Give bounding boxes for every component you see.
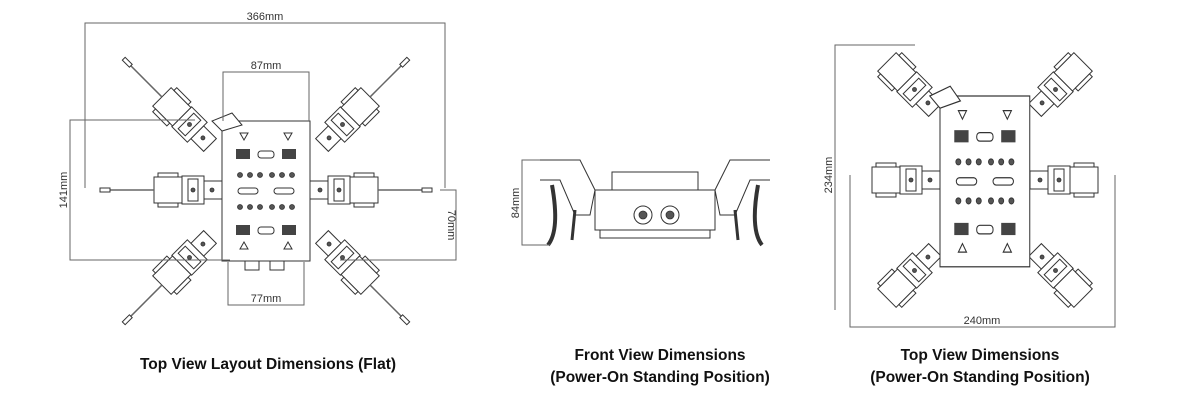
robot-top-standing — [871, 49, 1099, 311]
dim-overall-width: 366mm — [247, 11, 284, 23]
caption-front-view-line1: Front View Dimensions — [574, 347, 746, 364]
dim-leg-span-length: 141mm — [58, 172, 70, 209]
dim-rear-width: 77mm — [251, 293, 282, 305]
caption-front-view: Front View Dimensions (Power-On Standing… — [500, 345, 820, 389]
dim-width: 240mm — [964, 315, 1001, 327]
caption-top-view-flat: Top View Layout Dimensions (Flat) — [139, 356, 397, 373]
front-view-drawing: 84mm — [510, 159, 770, 247]
dim-height: 84mm — [510, 188, 522, 219]
caption-top-view-standing: Top View Dimensions (Power-On Standing P… — [820, 345, 1140, 389]
top-view-standing-drawing: 234mm 240mm — [823, 44, 1116, 328]
dim-half-length: 70mm — [445, 210, 457, 241]
caption-top-view-standing-line2: (Power-On Standing Position) — [870, 369, 1090, 386]
caption-top-view-standing-line1: Top View Dimensions — [900, 347, 1060, 364]
robot-front — [540, 159, 770, 247]
dim-front-width: 87mm — [251, 60, 282, 72]
caption-front-view-line2: (Power-On Standing Position) — [550, 369, 770, 386]
dim-length: 234mm — [823, 157, 835, 194]
top-view-flat-drawing: 366mm 87mm 77mm 141mm 70mm — [58, 11, 457, 335]
robot-top-flat — [100, 47, 432, 336]
